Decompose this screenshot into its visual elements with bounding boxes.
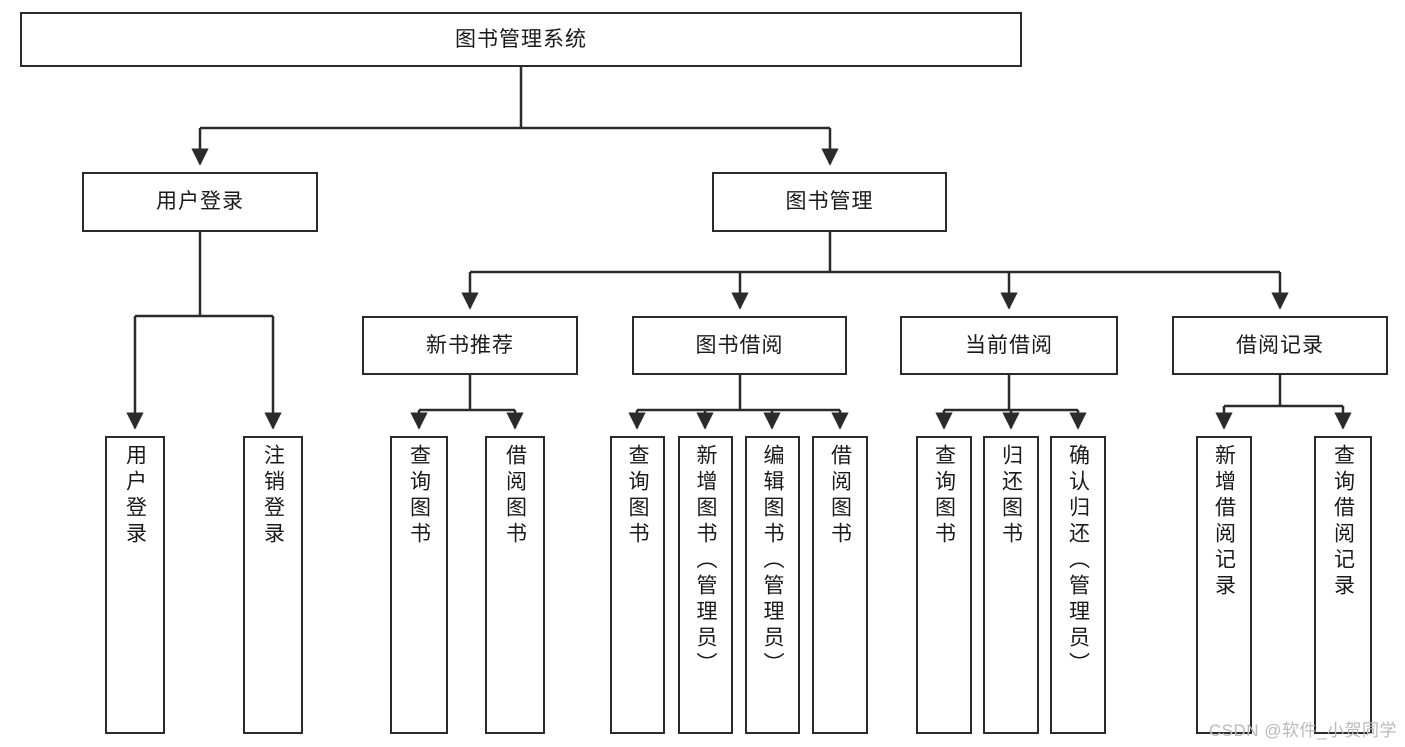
node-current-borrow[interactable]: 当前借阅	[900, 316, 1118, 375]
node-borrow-record-label: 借阅记录	[1236, 333, 1324, 357]
leaf-borrow-book-bor[interactable]: 借阅图书	[812, 436, 868, 734]
leaf-return-book-label: 归还图书	[999, 444, 1023, 548]
leaf-borrow-book-bor-label: 借阅图书	[828, 444, 852, 548]
node-user-login-label: 用户登录	[156, 190, 244, 214]
leaf-user-login-label: 用户登录	[123, 444, 147, 548]
leaf-add-borrow-record[interactable]: 新增借阅记录	[1196, 436, 1252, 734]
node-new-book-recommend-label: 新书推荐	[426, 333, 514, 357]
leaf-return-book[interactable]: 归还图书	[983, 436, 1039, 734]
leaf-borrow-book-rec-label: 借阅图书	[503, 444, 527, 548]
leaf-confirm-return[interactable]: 确认归还（管理员）	[1050, 436, 1106, 734]
leaf-borrow-book-rec[interactable]: 借阅图书	[485, 436, 545, 734]
leaf-add-book-admin[interactable]: 新增图书（管理员）	[678, 436, 733, 734]
node-book-borrow[interactable]: 图书借阅	[632, 316, 847, 375]
node-borrow-record[interactable]: 借阅记录	[1172, 316, 1388, 375]
leaf-add-borrow-record-label: 新增借阅记录	[1212, 444, 1236, 600]
node-book-manage[interactable]: 图书管理	[712, 172, 947, 232]
node-book-borrow-label: 图书借阅	[695, 333, 784, 357]
leaf-add-book-admin-label: 新增图书（管理员）	[694, 444, 717, 678]
leaf-query-borrow-record[interactable]: 查询借阅记录	[1314, 436, 1372, 734]
leaf-query-book-rec-label: 查询图书	[407, 444, 431, 548]
leaf-edit-book-admin[interactable]: 编辑图书（管理员）	[745, 436, 800, 734]
leaf-logout-login[interactable]: 注销登录	[243, 436, 303, 734]
node-user-login[interactable]: 用户登录	[82, 172, 318, 232]
leaf-query-book-cur-label: 查询图书	[932, 444, 956, 548]
node-root-label: 图书管理系统	[455, 27, 587, 51]
node-new-book-recommend[interactable]: 新书推荐	[362, 316, 578, 375]
node-book-manage-label: 图书管理	[785, 190, 874, 214]
leaf-confirm-return-label: 确认归还（管理员）	[1066, 444, 1090, 678]
leaf-query-book-bor-label: 查询图书	[626, 444, 649, 548]
node-root[interactable]: 图书管理系统	[20, 12, 1022, 67]
leaf-query-book-cur[interactable]: 查询图书	[916, 436, 972, 734]
node-current-borrow-label: 当前借阅	[965, 333, 1053, 357]
leaf-query-borrow-record-label: 查询借阅记录	[1331, 444, 1355, 600]
leaf-query-book-rec[interactable]: 查询图书	[390, 436, 448, 734]
watermark: CSDN @软件_小贺同学	[1208, 721, 1397, 740]
leaf-query-book-bor[interactable]: 查询图书	[610, 436, 665, 734]
leaf-edit-book-admin-label: 编辑图书（管理员）	[761, 444, 784, 678]
leaf-logout-login-label: 注销登录	[261, 444, 285, 548]
leaf-user-login[interactable]: 用户登录	[105, 436, 165, 734]
